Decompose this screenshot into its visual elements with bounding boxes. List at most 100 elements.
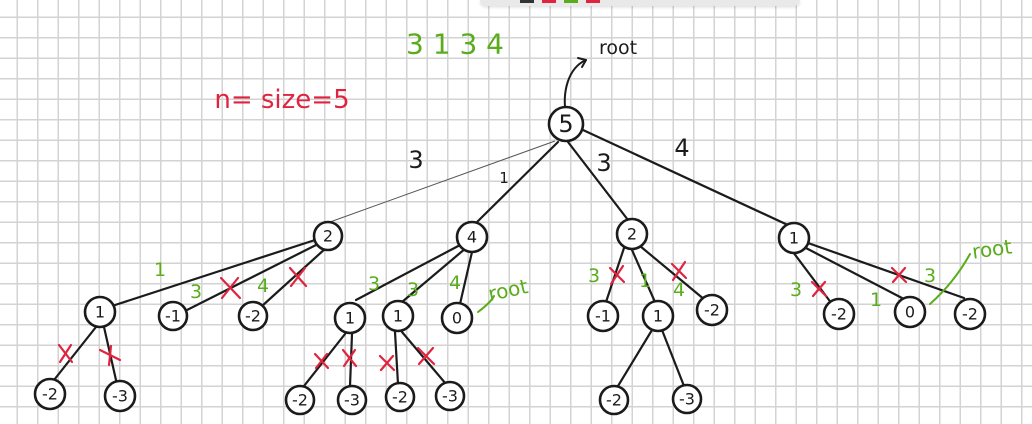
cross-a1-a1a: [57, 343, 74, 364]
cross-a-a3: [288, 266, 308, 288]
cross-b1-b1b: [341, 348, 358, 368]
tree-node-b2b: -3: [434, 380, 466, 412]
edge-c2-c2a: [616, 328, 654, 388]
svg-text:-3: -3: [442, 387, 458, 406]
svg-text:-1: -1: [595, 307, 611, 326]
tree-node-a2: -1: [157, 300, 189, 332]
edge-label-a-a2: 3: [190, 281, 202, 303]
toolbar-swatch-black[interactable]: [520, 0, 534, 3]
tree-node-c2b: -3: [671, 383, 703, 415]
svg-text:2: 2: [627, 225, 637, 244]
svg-text:-2: -2: [392, 388, 408, 407]
edge-d-d2: [802, 245, 904, 300]
cross-b1-b1a: [313, 352, 330, 370]
svg-text:1: 1: [345, 309, 355, 328]
svg-text:1: 1: [393, 307, 403, 326]
edge-b-b3: [458, 250, 474, 306]
svg-text:0: 0: [452, 309, 462, 328]
tree-node-c: 2: [615, 217, 649, 251]
svg-text:-2: -2: [704, 301, 720, 320]
tree-node-root: 5: [547, 105, 585, 143]
tree-node-b2: 1: [381, 299, 415, 333]
cross-b2-b2b: [416, 346, 436, 366]
edge-label-b-b1: 3: [368, 273, 380, 295]
tree-node-d3: -2: [953, 297, 987, 331]
edge-label-root-d: 4: [674, 134, 689, 162]
toolbar-swatch-red-2[interactable]: [586, 0, 600, 3]
svg-text:-2: -2: [292, 391, 308, 410]
svg-text:-3: -3: [112, 387, 128, 406]
root-arrow-head: [577, 57, 587, 68]
sequence-note: 3 1 3 4: [406, 28, 504, 61]
root-note: root: [599, 37, 637, 59]
svg-text:1: 1: [789, 229, 799, 248]
zero-note-d2-tail: [929, 253, 971, 305]
edge-b1-b1a: [302, 332, 347, 388]
tree-node-c2a: -2: [598, 384, 630, 416]
edge-label-d-d2: 1: [870, 289, 882, 311]
edge-label-b-b2: 3: [407, 279, 419, 301]
cross-d-d1: [810, 280, 828, 298]
edge-c2-c2b: [660, 328, 686, 388]
tree-node-b1a: -2: [284, 384, 316, 416]
tree-node-b1b: -3: [336, 384, 368, 416]
tree-node-c2: 1: [641, 299, 675, 333]
edge-a-a1: [110, 238, 317, 308]
svg-text:-2: -2: [962, 305, 978, 324]
edge-root-d: [581, 128, 792, 228]
toolbar-swatch-green[interactable]: [564, 0, 578, 3]
svg-text:0: 0: [905, 303, 915, 322]
svg-text:4: 4: [467, 228, 477, 247]
tree-node-a1a: -2: [33, 377, 67, 411]
edge-root-b: [474, 140, 560, 225]
zero-note-b3: root: [486, 274, 530, 306]
edge-root-a: [329, 140, 556, 223]
tree-node-d1: -2: [822, 297, 856, 331]
edge-c-c2: [630, 248, 657, 304]
tree-node-a1: 1: [83, 295, 117, 329]
edge-label-c-c1: 3: [588, 265, 600, 287]
tree-node-d2: 0: [893, 295, 927, 329]
edge-b2-b2a: [393, 330, 400, 386]
edge-label-root-b: 1: [499, 169, 509, 187]
edge-label-c-c3: 4: [673, 279, 685, 301]
svg-text:-2: -2: [245, 307, 261, 326]
edge-b-b1: [354, 242, 464, 302]
tree-node-c1: -1: [586, 299, 620, 333]
edge-a-a2: [183, 242, 320, 313]
svg-text:-1: -1: [165, 307, 181, 326]
svg-text:-2: -2: [42, 385, 58, 404]
svg-text:-3: -3: [679, 390, 695, 409]
edge-a-a3: [260, 246, 328, 308]
edge-label-root-a: 3: [408, 146, 423, 174]
tree-node-a: 2: [312, 220, 344, 252]
svg-text:-2: -2: [831, 305, 847, 324]
zero-note-b3-tail: [477, 295, 495, 313]
edge-c-c1: [604, 246, 626, 304]
edge-label-d-d1: 3: [790, 279, 802, 301]
svg-text:1: 1: [653, 307, 663, 326]
edge-label-a-a1: 1: [154, 259, 166, 281]
edge-c-c3: [638, 244, 707, 302]
edge-a1-a1a: [52, 325, 98, 382]
cross-a1-a1b: [98, 344, 122, 367]
tree-node-b2a: -2: [384, 381, 416, 413]
toolbar-swatch-red[interactable]: [542, 0, 556, 3]
tree-node-b3: 0: [440, 301, 474, 335]
tree-node-c3: -2: [695, 293, 729, 327]
tree-node-a3: -2: [237, 300, 269, 332]
svg-text:2: 2: [323, 227, 333, 246]
svg-text:-2: -2: [606, 391, 622, 410]
cross-d-d2: [890, 266, 908, 284]
svg-text:-3: -3: [344, 391, 360, 410]
tree-node-d: 1: [777, 221, 811, 255]
edge-label-a-a3: 4: [257, 275, 269, 297]
canvas-toolbar-strip[interactable]: [480, 0, 800, 6]
tree-node-b1: 1: [333, 301, 367, 335]
cross-c-c1: [608, 264, 626, 286]
tree-node-b: 4: [455, 220, 489, 254]
size-note: n= size=5: [214, 85, 349, 115]
edge-label-b-b3: 4: [449, 272, 461, 294]
cross-a-a2: [219, 276, 242, 300]
